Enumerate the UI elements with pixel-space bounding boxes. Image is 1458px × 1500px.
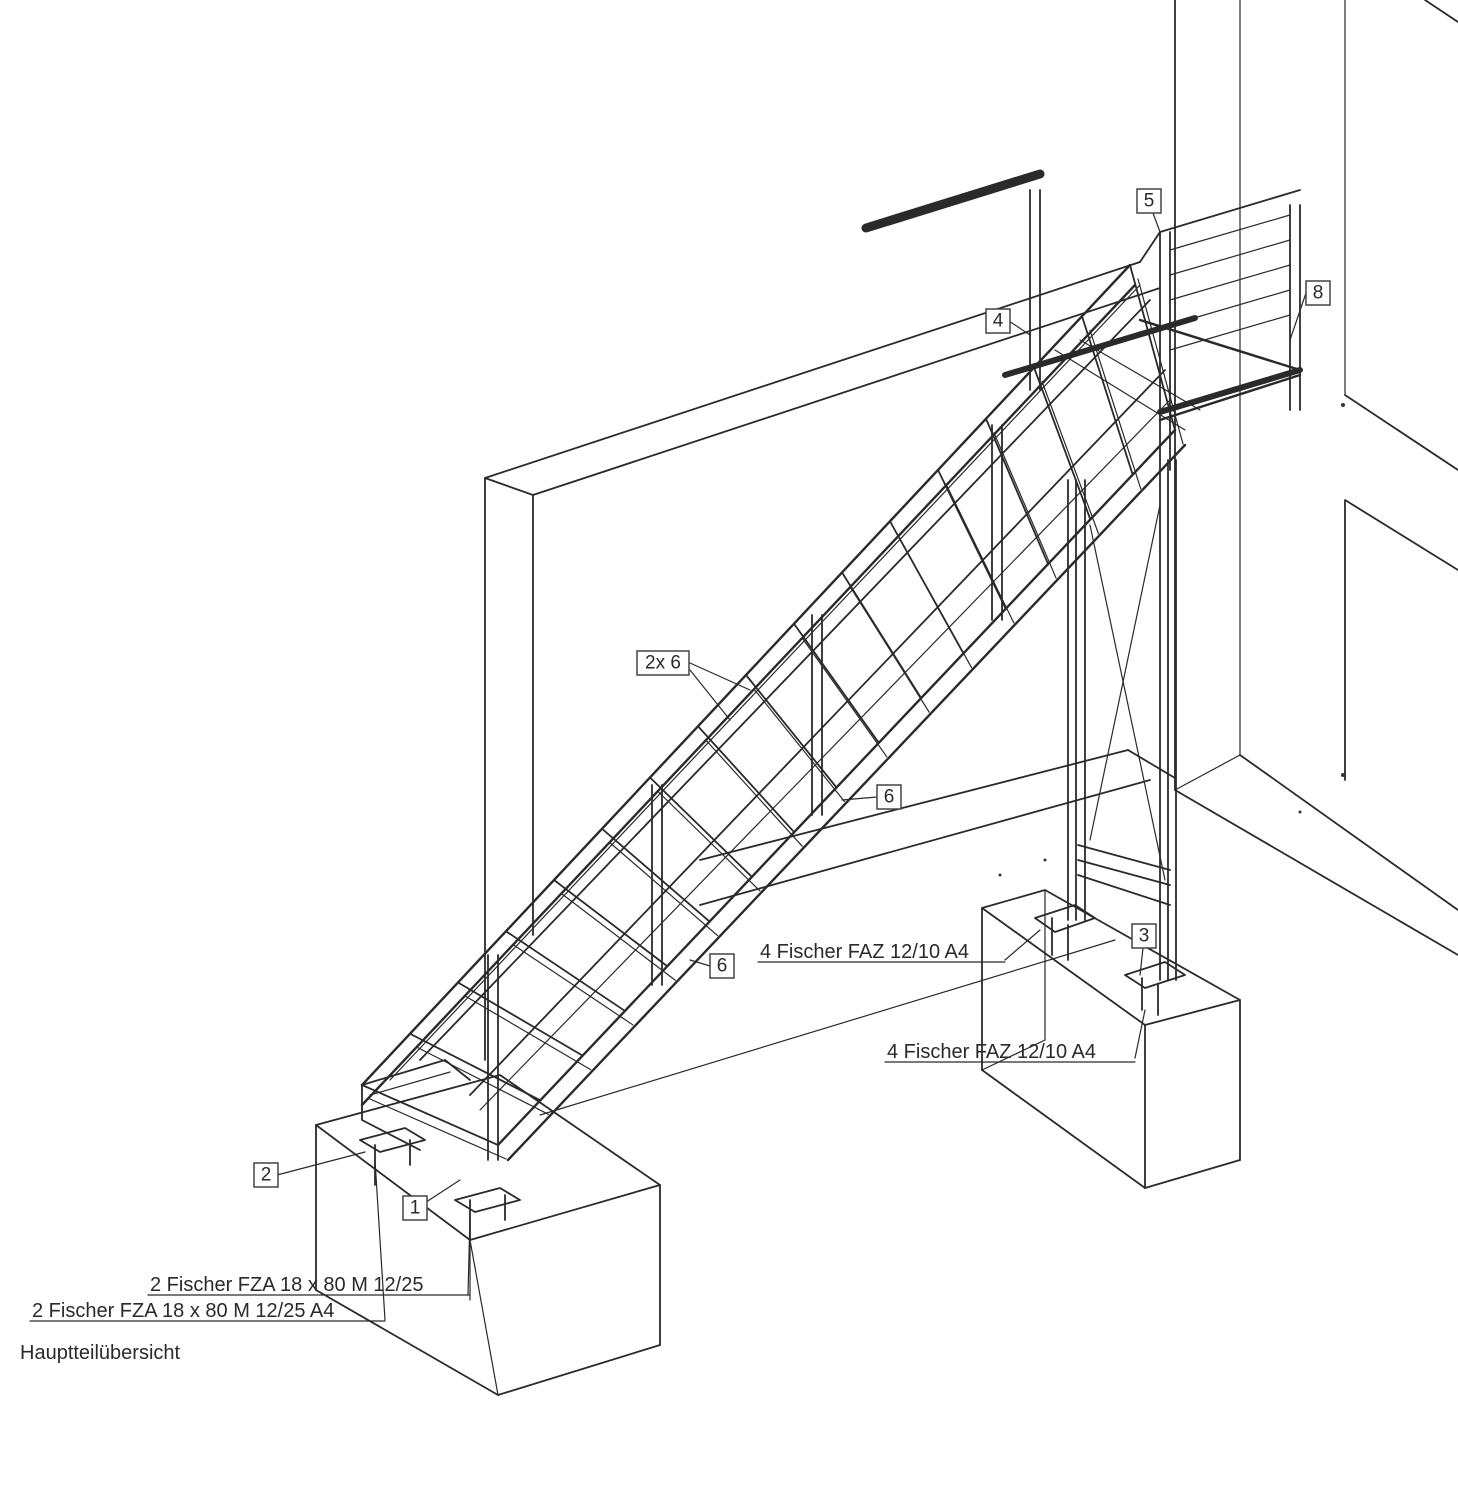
- tread-nosing: [513, 944, 634, 1026]
- tread-edge: [1129, 264, 1176, 431]
- stair-treads: [361, 264, 1184, 1160]
- position-mark-6-upper: 6: [876, 784, 902, 810]
- tread-edge: [793, 622, 880, 744]
- position-mark-label: 5: [1144, 191, 1155, 212]
- tread-edge: [553, 879, 669, 968]
- tread-edge: [1081, 315, 1134, 476]
- anchor-note-faz-upper: 4 Fischer FAZ 12/10 A4: [757, 941, 1006, 963]
- anchor-note-faz-lower: 4 Fischer FAZ 12/10 A4: [884, 1041, 1136, 1063]
- tread-nosing: [849, 585, 930, 713]
- support-columns: [1067, 459, 1177, 981]
- building-wall-lines: [1174, 0, 1458, 956]
- tread-nosing: [993, 432, 1057, 579]
- tread-edge: [745, 674, 838, 789]
- anchor-note-text: 4 Fischer FAZ 12/10 A4: [887, 1041, 1096, 1063]
- anchor-note-text: 4 Fischer FAZ 12/10 A4: [760, 941, 969, 963]
- tread-edge: [409, 1032, 542, 1102]
- position-mark-label: 4: [993, 311, 1004, 332]
- position-mark-label: 3: [1139, 926, 1150, 947]
- position-mark-label: 6: [884, 787, 895, 808]
- tread-edge: [985, 417, 1049, 565]
- tread-nosing: [945, 483, 1015, 624]
- position-mark-label: 2: [261, 1165, 272, 1186]
- position-mark-8: 8: [1305, 280, 1331, 306]
- tread-nosing: [897, 534, 973, 669]
- tread-nosing: [753, 688, 846, 803]
- reference-line: [539, 939, 1116, 1116]
- position-mark-4: 4: [985, 308, 1011, 334]
- position-mark-2: 2: [253, 1162, 279, 1188]
- tread-edge: [505, 930, 626, 1012]
- tread-edge: [601, 827, 711, 923]
- position-mark-5: 5: [1136, 188, 1162, 214]
- position-mark-6-lower: 6: [709, 953, 735, 979]
- position-mark-2x6: 2x 6: [636, 650, 690, 676]
- bottom-frame: [361, 1059, 471, 1151]
- tread-nosing: [1089, 329, 1142, 490]
- leader-lines: [276, 212, 1307, 1321]
- tread-nosing: [465, 995, 592, 1071]
- tread-nosing: [657, 790, 761, 892]
- position-mark-label: 1: [410, 1198, 421, 1219]
- tread-nosing: [417, 1047, 549, 1115]
- anchor-note-fza: 2 Fischer FZA 18 x 80 M 12/25: [147, 1274, 471, 1296]
- tread-nosing: [369, 1098, 507, 1160]
- tread-edge: [457, 981, 584, 1057]
- position-mark-label: 2x 6: [645, 653, 681, 674]
- tread-edge: [361, 1084, 499, 1146]
- position-mark-3: 3: [1131, 923, 1157, 949]
- tread-edge: [1033, 366, 1092, 521]
- tread-nosing: [705, 739, 803, 847]
- position-mark-label: 6: [717, 956, 728, 977]
- tiny-annotations: [998, 403, 1345, 877]
- tread-edge: [697, 725, 796, 834]
- anchor-note-fza-a4: 2 Fischer FZA 18 x 80 M 12/25 A4: [29, 1300, 386, 1322]
- tread-edge: [841, 571, 923, 700]
- tread-edge: [937, 469, 1007, 610]
- landing-platform: [1054, 189, 1303, 471]
- position-mark-1: 1: [402, 1195, 428, 1221]
- tread-nosing: [1041, 380, 1099, 534]
- tread-nosing: [561, 893, 676, 981]
- stair-posts: [487, 424, 1003, 1161]
- drawing-title: Hauptteilübersicht: [20, 1342, 181, 1364]
- tread-nosing: [801, 637, 888, 758]
- tread-nosing: [609, 842, 719, 937]
- foundation-block-right: [981, 889, 1241, 1189]
- anchor-note-text: 2 Fischer FZA 18 x 80 M 12/25: [150, 1274, 423, 1296]
- anchor-note-text: 2 Fischer FZA 18 x 80 M 12/25 A4: [32, 1300, 334, 1322]
- position-mark-label: 8: [1313, 283, 1324, 304]
- tread-edge: [649, 776, 753, 878]
